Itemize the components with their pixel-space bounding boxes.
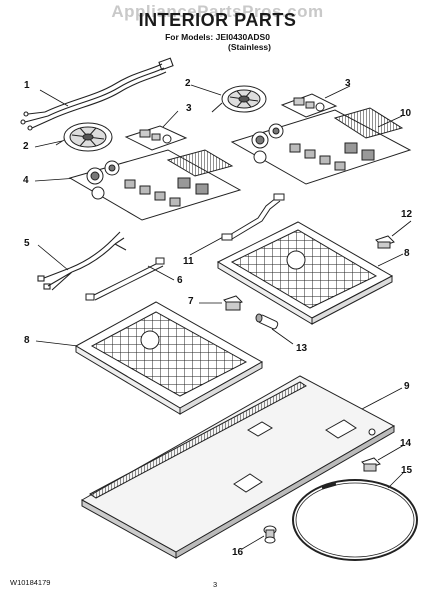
small-control-board-left <box>124 125 188 151</box>
document-number: W10184179 <box>10 578 51 587</box>
clip-part-12 <box>375 235 395 249</box>
power-board-left <box>68 149 242 221</box>
model-line: For Models: JEI0430ADS0 <box>165 32 270 42</box>
callout-8-upper: 8 <box>404 248 410 259</box>
callout-3-left: 3 <box>186 103 192 114</box>
callout-10: 10 <box>400 108 412 119</box>
callout-9: 9 <box>404 381 410 392</box>
callout-14: 14 <box>400 438 412 449</box>
wire-harness-part <box>20 57 174 131</box>
callout-12: 12 <box>401 209 413 220</box>
power-board-right <box>230 107 412 185</box>
connector-part-7 <box>223 295 243 311</box>
grommet-part-16 <box>263 525 277 544</box>
gasket-ring-part <box>292 479 418 561</box>
callout-1: 1 <box>24 80 30 91</box>
callout-2-left: 2 <box>23 141 29 152</box>
callout-6: 6 <box>177 275 183 286</box>
page-number: 3 <box>213 580 218 589</box>
callout-5: 5 <box>24 238 30 249</box>
glass-cooktop-part <box>80 375 396 559</box>
ribbon-cable-part <box>221 193 285 241</box>
callout-4: 4 <box>23 175 29 186</box>
callout-15: 15 <box>401 465 413 476</box>
callout-16: 16 <box>232 547 244 558</box>
coil-tray-upper <box>216 221 394 325</box>
coil-tray-lower <box>74 301 264 415</box>
small-control-board-right <box>280 93 338 118</box>
finish-line: (Stainless) <box>228 42 271 52</box>
callout-2-right: 2 <box>185 78 191 89</box>
callout-13: 13 <box>296 343 308 354</box>
clip-part-14 <box>361 457 381 472</box>
callout-11: 11 <box>183 256 194 267</box>
callout-8-lower: 8 <box>24 335 30 346</box>
callout-7: 7 <box>188 296 194 307</box>
watermark: AppliancePartsPros.com <box>111 2 324 21</box>
model-subtitle: For Models: JEI0430ADS0 (Stainless) <box>0 32 435 52</box>
bracket-cable-part <box>85 257 165 301</box>
fan-part-left <box>55 122 113 152</box>
page-title: INTERIOR PARTS <box>138 10 297 30</box>
lower-wire-harness <box>37 231 127 291</box>
fuse-part-13 <box>255 313 279 330</box>
callout-3-right: 3 <box>345 78 351 89</box>
fan-part-right <box>211 85 267 113</box>
